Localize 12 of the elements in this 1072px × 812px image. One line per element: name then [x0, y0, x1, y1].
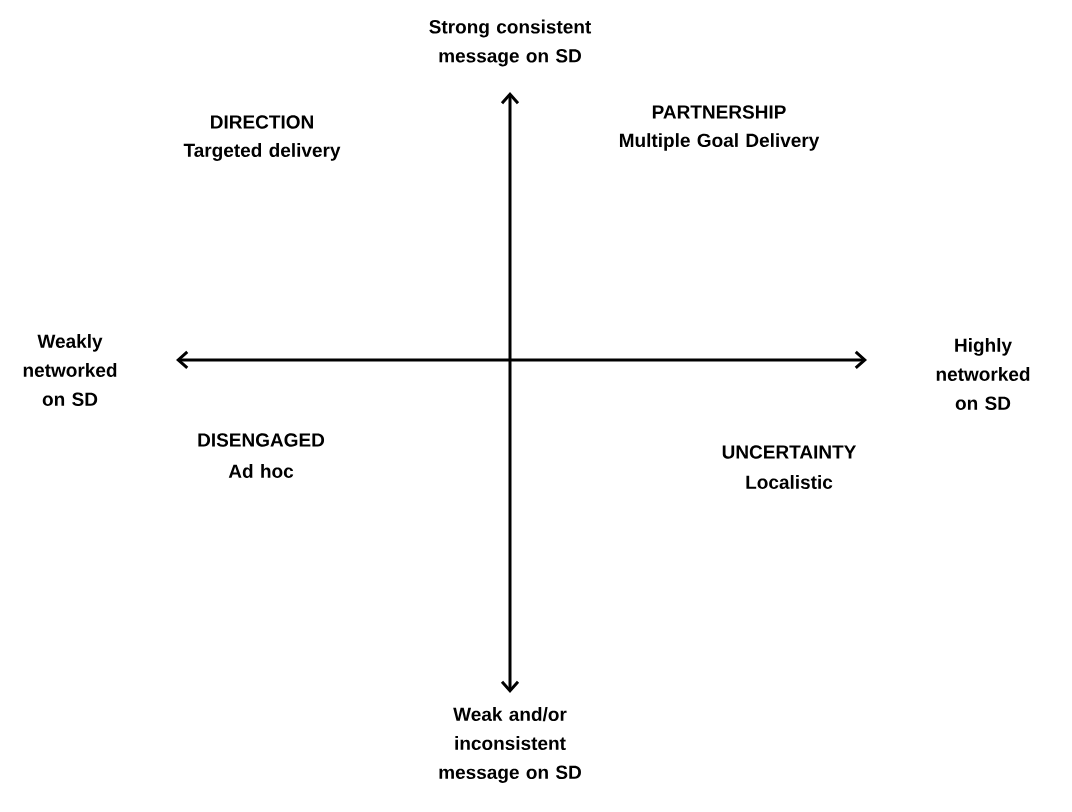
axis-label: Weak and/or inconsistent message on SD	[439, 707, 581, 783]
quadrant-title: UNCERTAINTY	[722, 445, 857, 459]
quadrant-subtitle: Multiple Goal Delivery	[619, 133, 820, 151]
quadrant-subtitle: Localistic	[746, 475, 833, 489]
quadrant-title: DIRECTION	[211, 115, 313, 129]
quadrant-title: DISENGAGED	[198, 433, 325, 447]
axis-label: Weakly networked on SD	[23, 334, 117, 406]
quadrant-subtitle: Targeted delivery	[183, 143, 341, 161]
axis-label: Strong consistent message on SD	[429, 19, 592, 67]
axis-label: Highly networked on SD	[936, 338, 1030, 410]
quadrant-title: PARTNERSHIP	[652, 105, 786, 119]
quadrant-subtitle: Ad hoc	[228, 464, 294, 478]
